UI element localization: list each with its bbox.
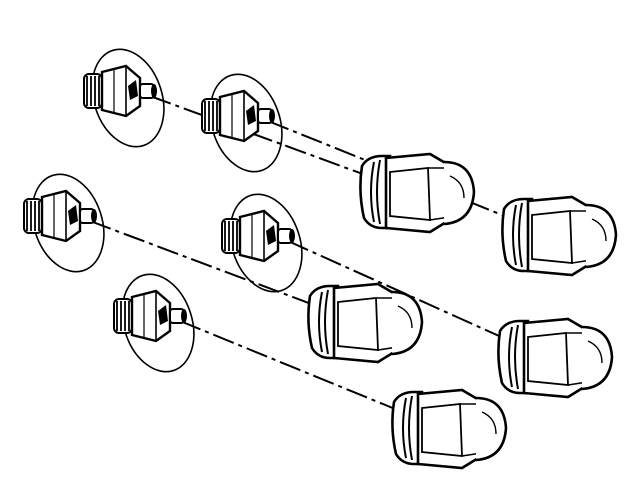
wheel-stud-2	[201, 73, 283, 173]
wheel-stud-5	[113, 273, 195, 373]
hex-shadow	[158, 305, 168, 325]
nut-dome-cap	[443, 160, 476, 226]
stud-tip	[181, 309, 187, 323]
flange-ring	[512, 204, 517, 266]
flange-ring	[324, 289, 329, 355]
centerline-5	[179, 320, 423, 421]
nut-flange	[359, 154, 392, 230]
flange-ring	[376, 159, 381, 225]
dome-highlight	[397, 305, 413, 329]
lug-nut-5	[391, 388, 508, 470]
wheel-stud-1	[83, 48, 165, 148]
dome-highlight	[587, 340, 603, 364]
stud-tip	[91, 209, 97, 223]
dome-highlight	[481, 411, 497, 435]
lug-nut-2	[501, 195, 618, 277]
flange-ring	[370, 161, 375, 223]
nut-dome-cap	[581, 325, 614, 391]
wheel-stud-3	[23, 173, 105, 273]
nut-flange	[497, 319, 530, 395]
centerline-3	[89, 220, 339, 315]
stud-tip	[269, 109, 275, 123]
nut-flange	[501, 197, 534, 273]
lug-nut-4	[497, 317, 614, 399]
flange-ring	[402, 397, 407, 459]
centerline-2	[267, 120, 533, 228]
flange-ring	[408, 395, 413, 461]
flange-ring	[514, 324, 519, 390]
dome-highlight	[449, 175, 465, 199]
nut-flange	[307, 284, 340, 360]
flange-ring	[518, 202, 523, 268]
flange-ring	[318, 291, 323, 353]
hex-shadow	[266, 225, 276, 245]
nut-flange	[391, 390, 424, 466]
hex-shadow	[68, 205, 78, 225]
lug-nut-1	[359, 152, 476, 234]
hex-shadow	[128, 80, 138, 100]
flange-ring	[508, 326, 513, 388]
wheel-stud-4	[221, 193, 303, 293]
centerline-1	[149, 95, 391, 185]
nut-dome-cap	[391, 290, 424, 356]
lug-nut-3	[307, 282, 424, 364]
hex-shadow	[246, 105, 256, 125]
dome-highlight	[591, 218, 607, 242]
nut-dome-cap	[585, 203, 618, 269]
stud-tip	[289, 229, 295, 243]
nut-dome-cap	[475, 396, 508, 462]
stud-tip	[151, 84, 157, 98]
centerline-4	[287, 240, 529, 350]
